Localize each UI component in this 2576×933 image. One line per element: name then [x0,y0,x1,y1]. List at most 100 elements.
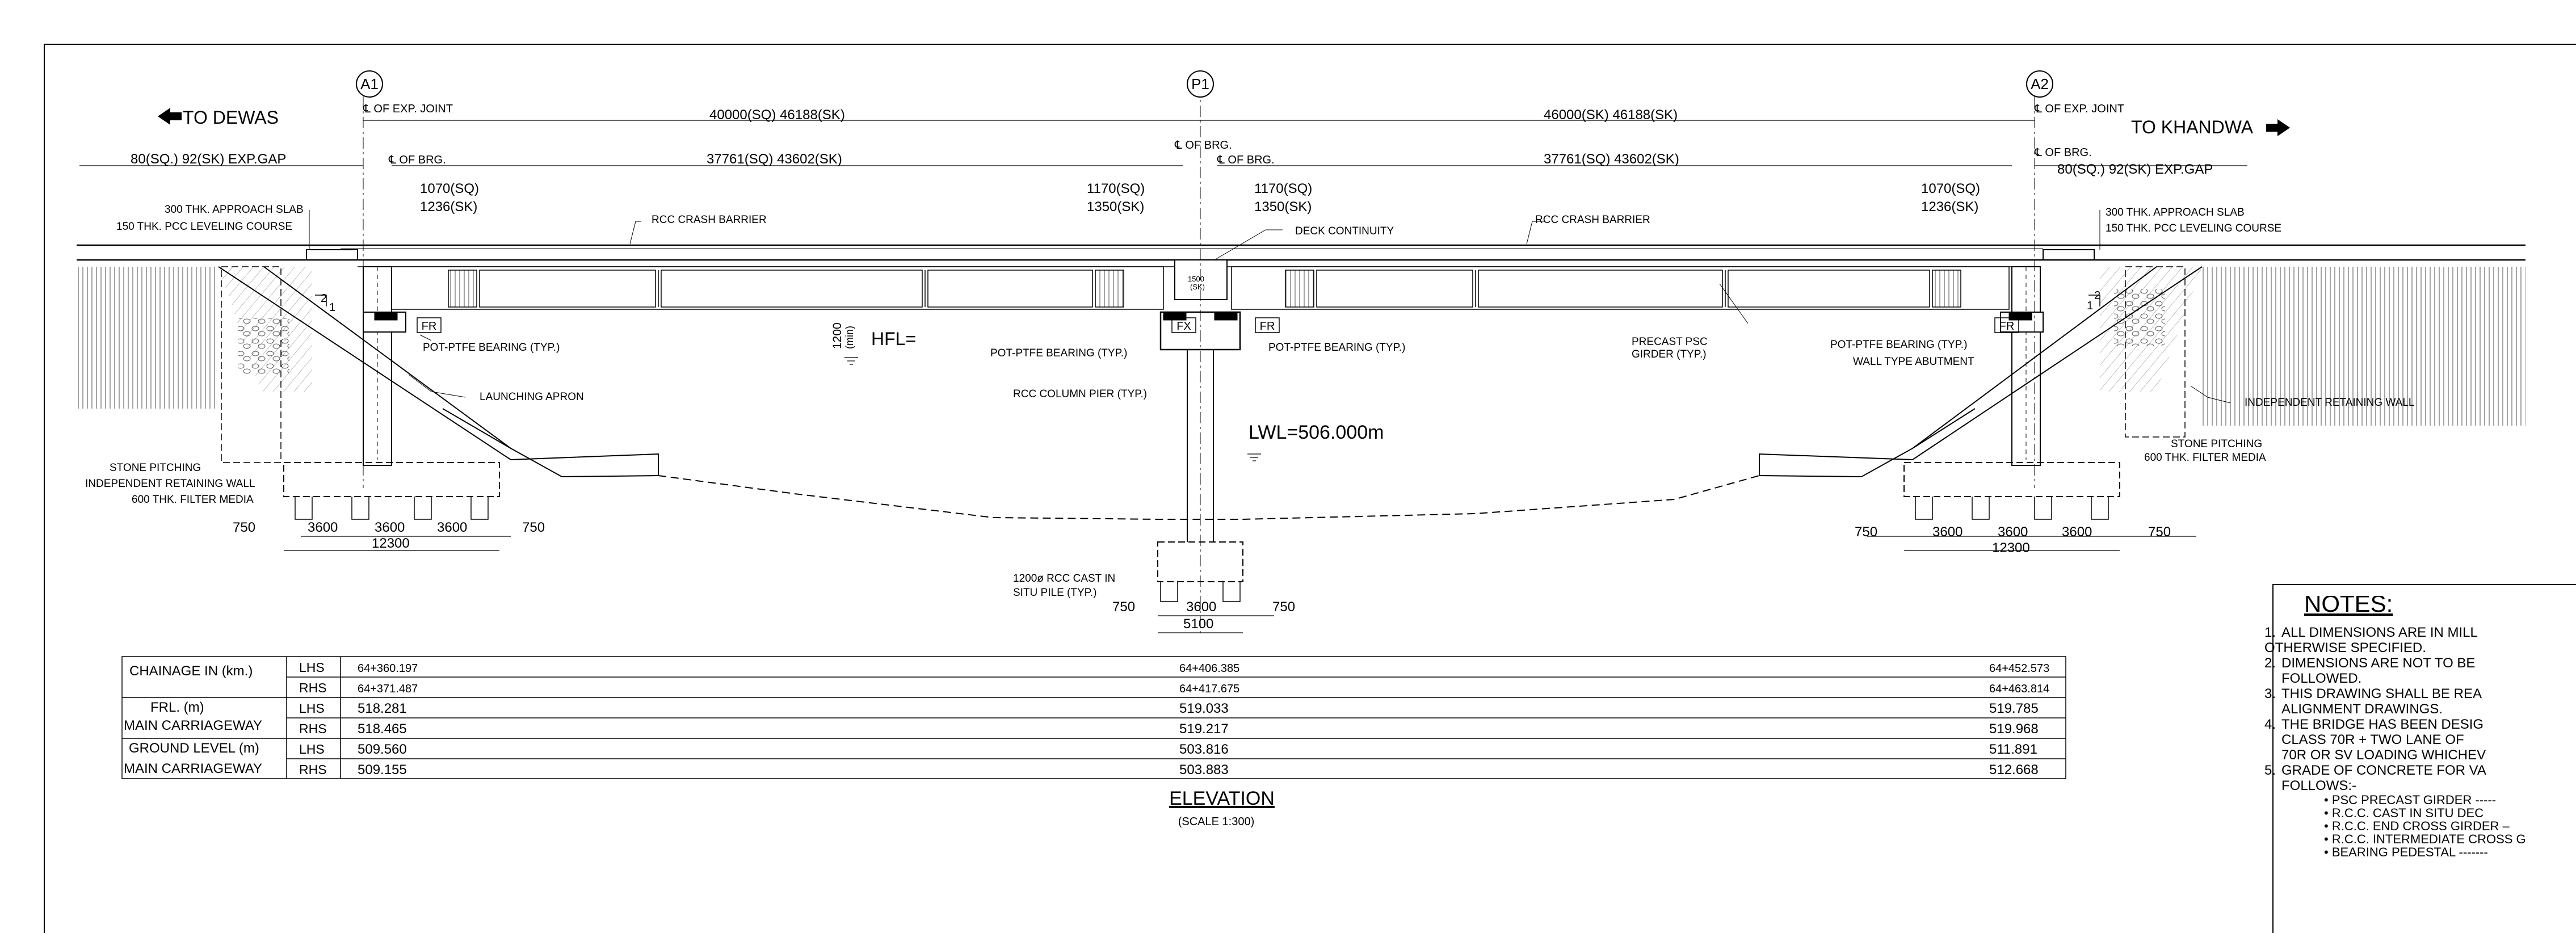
label-precast-1: PRECAST PSC [1632,336,1708,348]
dim-3600-a2-2: 3600 [1998,524,2028,540]
dim-1350-p1-left: 1350(SK) [1087,199,1144,215]
table-label-chainage: CHAINAGE IN (km.) [129,663,253,679]
table-side-col: LHS RHS LHS RHS LHS RHS [299,660,327,777]
note-bullet-2: • R.C.C. CAST IN SITU DEC [2324,806,2484,820]
svg-text:519.033: 519.033 [1179,701,1229,716]
label-exp-joint-left: ℄ OF EXP. JOINT [363,103,453,115]
label-filter-media-left: 600 THK. FILTER MEDIA [132,494,254,506]
note-bullet-5: • BEARING PEDESTAL ------- [2324,845,2488,859]
label-rcc-column: RCC COLUMN PIER (TYP.) [1013,388,1147,400]
tag-fr-a1: FR [422,320,437,333]
label-indep-wall-right: INDEPENDENT RETAINING WALL [2245,397,2414,409]
arrow-left-icon [158,108,182,125]
note-bullet-3: • R.C.C. END CROSS GIRDER – [2324,819,2510,833]
slope-2-left: 2 [321,292,327,305]
svg-text:503.816: 503.816 [1179,742,1229,757]
dim-3600-p1: 3600 [1186,599,1216,615]
svg-text:64+417.675: 64+417.675 [1179,683,1239,695]
label-approach-slab-right: 300 THK. APPROACH SLAB [2106,207,2245,218]
support-label-a1: A1 [360,75,379,93]
table-label-ground: GROUND LEVEL (m) [129,741,259,756]
label-stone-pitching-left: STONE PITCHING [110,462,201,474]
dim-750-a2-left: 750 [1855,524,1877,540]
svg-text:503.883: 503.883 [1179,762,1229,778]
dim-3600-a1-3: 3600 [437,520,467,535]
svg-text:64+371.487: 64+371.487 [358,683,418,695]
label-brg-p1-right: ℄ OF BRG. [1217,154,1275,166]
label-exp-joint-right: ℄ OF EXP. JOINT [2034,103,2124,115]
label-crash-barrier-2: RCC CRASH BARRIER [1535,214,1650,226]
label-launching-apron: LAUNCHING APRON [480,391,584,403]
label-filter-media-right: 600 THK. FILTER MEDIA [2144,452,2266,464]
notes-panel: NOTES: 1.ALL DIMENSIONS ARE IN MILL OTHE… [2264,596,2576,859]
label-approach-slab-left: 300 THK. APPROACH SLAB [165,204,304,216]
dim-3600-a2-3: 3600 [2062,524,2092,540]
svg-text:LHS: LHS [299,701,325,716]
label-pcc-right: 150 THK. PCC LEVELING COURSE [2106,222,2281,234]
label-hfl: HFL= [871,329,916,349]
note-5: 5.GRADE OF CONCRETE FOR VA [2264,763,2486,778]
svg-text:519.968: 519.968 [1989,721,2039,737]
pier-cap-dim-2: (SK) [1190,283,1205,291]
elevation-scale: (SCALE 1:300) [1178,816,1255,828]
label-brg-a2: ℄ OF BRG. [2034,146,2092,159]
note-1: 1.ALL DIMENSIONS ARE IN MILL [2264,625,2478,640]
note-2: 2.DIMENSIONS ARE NOT TO BE [2264,655,2476,671]
note-bullet-1: • PSC PRECAST GIRDER ----- [2324,793,2497,807]
label-precast-2: GIRDER (TYP.) [1632,348,1707,360]
support-bubbles [356,70,2053,98]
label-stone-pitching-right: STONE PITCHING [2171,438,2262,450]
svg-text:64+360.197: 64+360.197 [358,662,418,675]
label-pot-bearing-a1: POT-PTFE BEARING (TYP.) [423,342,560,354]
notes-box [2272,584,2576,933]
direction-right: TO KHANDWA [2131,117,2254,137]
svg-text:512.668: 512.668 [1989,762,2039,778]
table-col-a2: 64+452.573 64+463.814 519.785 519.968 51… [1989,662,2049,778]
support-label-a2: A2 [2031,75,2049,93]
dim-750-a1-left: 750 [233,520,255,535]
label-pile-2: SITU PILE (TYP.) [1013,587,1096,599]
dim-5100-p1: 5100 [1183,616,1213,632]
dim-750-a1-right: 750 [522,520,545,535]
dim-span-1: 40000(SQ) 46188(SK) [709,107,845,123]
svg-text:RHS: RHS [299,680,327,695]
label-brg-a1: ℄ OF BRG. [388,154,446,166]
note-bullet-4: • R.C.C. INTERMEDIATE CROSS G [2324,832,2526,846]
label-brg-p1-left: ℄ OF BRG. [1174,139,1232,152]
dim-750-a2-right: 750 [2148,524,2171,540]
dim-exp-gap-right: 80(SQ.) 92(SK) EXP.GAP [2057,162,2213,177]
label-pot-bearing-p1-right: POT-PTFE BEARING (TYP.) [1268,342,1405,354]
svg-text:509.560: 509.560 [358,742,407,757]
slope-1-left: 1 [329,301,335,314]
label-crash-barrier-1: RCC CRASH BARRIER [652,214,767,226]
note-3: 3.THIS DRAWING SHALL BE REA [2264,686,2482,701]
dim-min-text: (min) [844,326,855,349]
dim-750-p1-left: 750 [1112,599,1135,615]
dim-12300-a1: 12300 [372,536,410,551]
svg-text:64+452.573: 64+452.573 [1989,662,2049,675]
table-label-frl: FRL. (m) [150,700,204,715]
dim-1070-a1: 1070(SQ) [420,181,479,196]
direction-left: TO DEWAS [183,107,279,128]
label-pile-1: 1200ø RCC CAST IN [1013,573,1115,585]
svg-text:511.891: 511.891 [1989,742,2037,757]
arrow-right-icon [2266,119,2290,136]
pier-cap-dim-1: 1500 [1188,275,1204,283]
label-lwl: LWL=506.000m [1249,422,1384,443]
dim-3600-a2-1: 3600 [1932,524,1963,540]
abutment-a1 [77,249,659,520]
dim-1236-a2: 1236(SK) [1921,199,1978,215]
tag-fr-p1: FR [1260,320,1275,333]
table-col-a1: 64+360.197 64+371.487 518.281 518.465 50… [358,662,418,778]
girders-span-1 [391,266,1164,310]
svg-text:518.281: 518.281 [358,701,407,716]
tag-fx-p1: FX [1176,320,1191,333]
dim-1200-min: 1200 [831,322,844,349]
level-table [121,656,2066,779]
dim-3600-a1-2: 3600 [375,520,405,535]
girders-span-2 [1231,266,2010,310]
svg-text:64+463.814: 64+463.814 [1989,683,2049,695]
svg-text:509.155: 509.155 [358,762,407,778]
abutment-a2 [1759,249,2525,520]
table-col-p1: 64+406.385 64+417.675 519.033 519.217 50… [1179,662,1239,778]
